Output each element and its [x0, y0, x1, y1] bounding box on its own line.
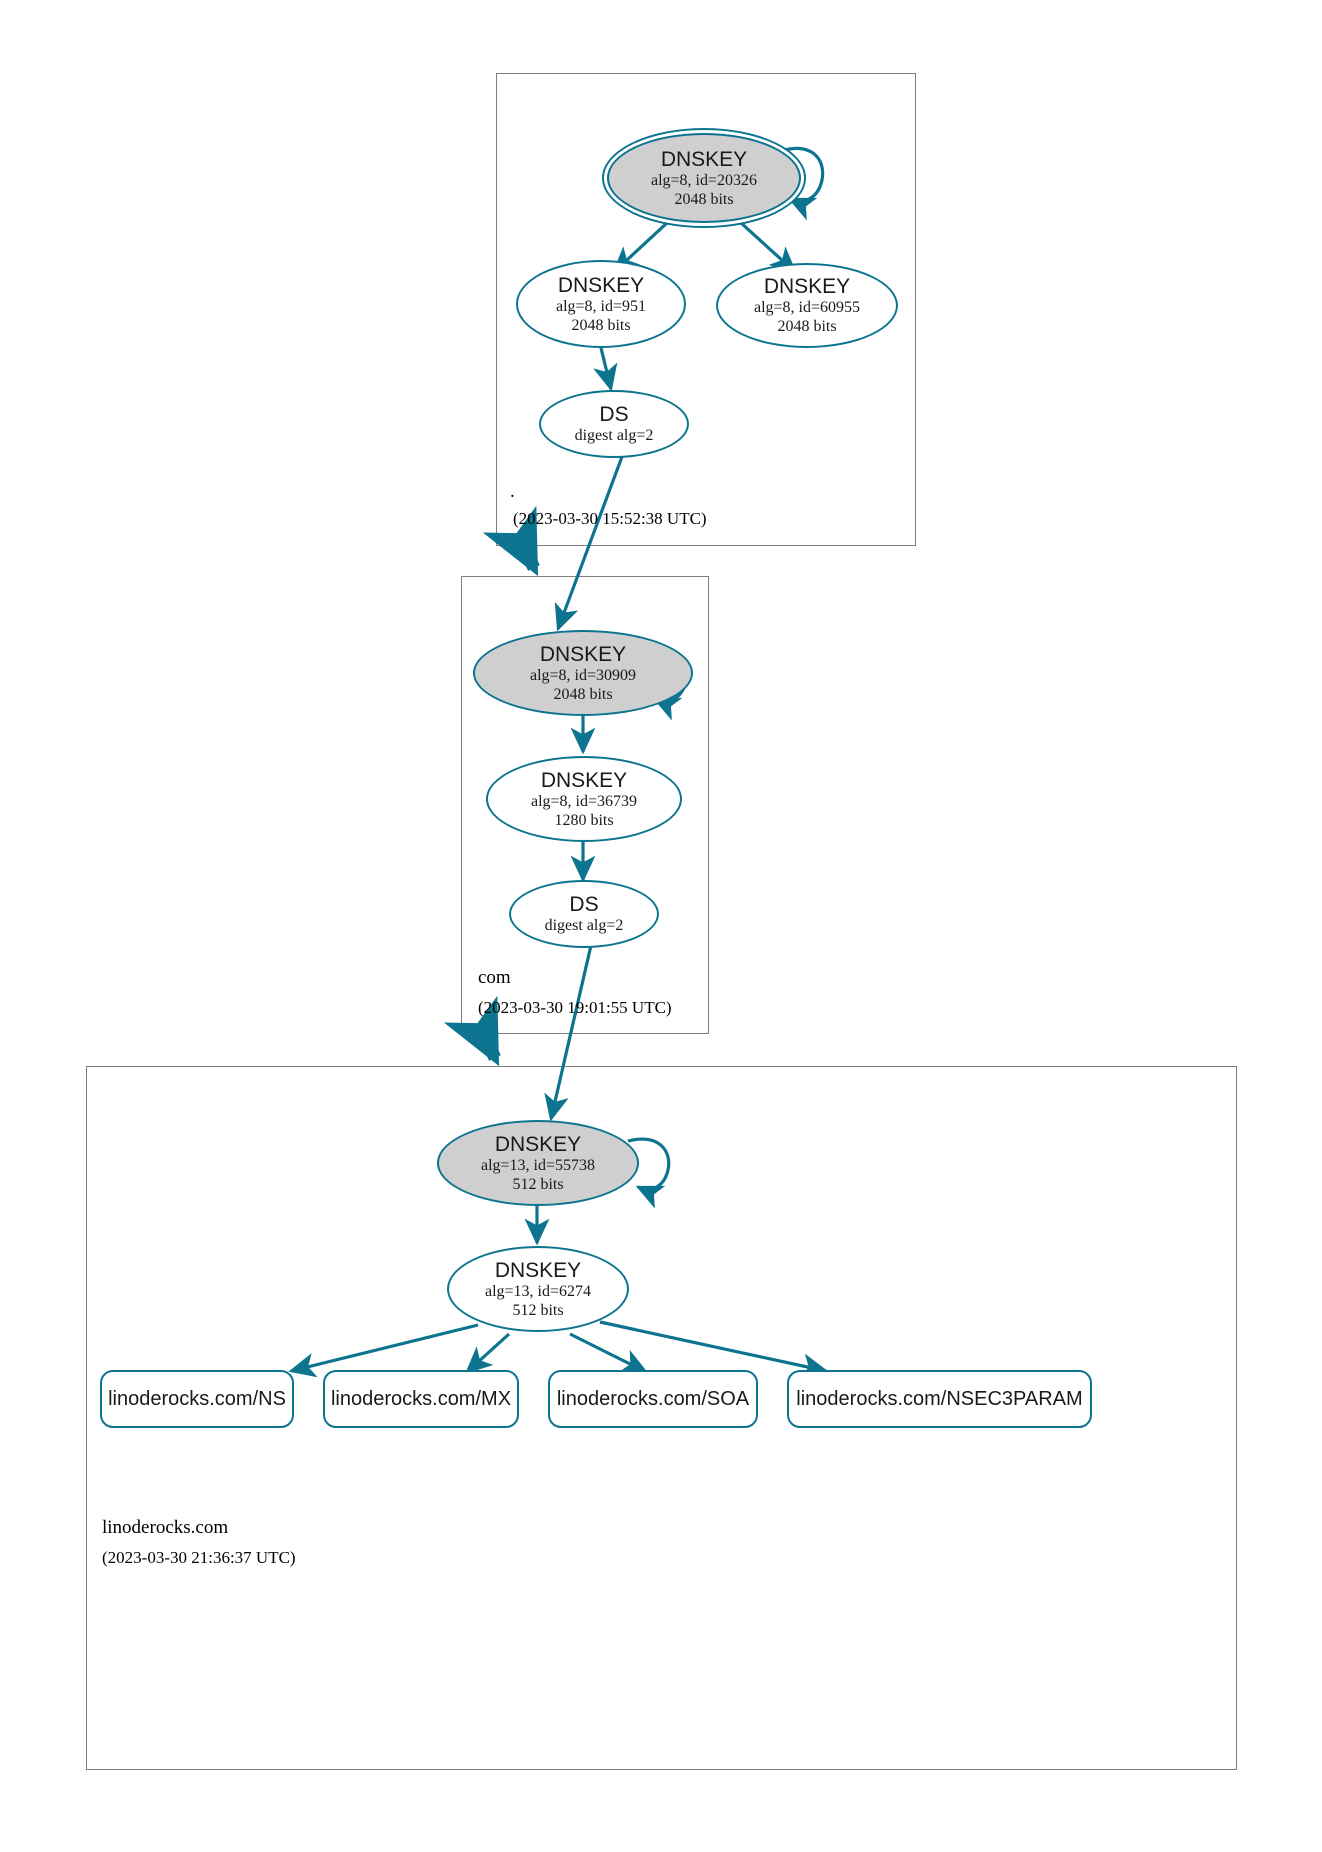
node-bits-label: 512 bits — [512, 1301, 564, 1319]
node-detail-label: digest alg=2 — [574, 427, 654, 444]
edge-delegation-com-to-linoderocks — [443, 995, 501, 1067]
node-com-ds[interactable]: DS digest alg=2 — [509, 880, 659, 948]
node-type-label: DS — [569, 893, 599, 916]
rrset-linoderocks-ns[interactable]: linoderocks.com/NS — [100, 1370, 294, 1428]
zone-timestamp-linoderocks: (2023-03-30 21:36:37 UTC) — [102, 1548, 296, 1567]
zone-box-root — [496, 73, 916, 546]
edge-root-ksk-self — [777, 146, 825, 221]
zone-label-linoderocks: linoderocks.com — [102, 1517, 229, 1538]
rrset-label: linoderocks.com/MX — [330, 1387, 512, 1410]
node-com-zsk-36739[interactable]: DNSKEY alg=8, id=36739 1280 bits — [486, 756, 682, 842]
edge-lr-zsk-to-ns — [288, 1323, 479, 1378]
node-type-label: DNSKEY — [494, 1258, 582, 1282]
zone-label-root: . — [510, 481, 515, 502]
node-detail-label: digest alg=2 — [544, 917, 624, 934]
node-linoderocks-zsk-6274[interactable]: DNSKEY alg=13, id=6274 512 bits — [447, 1246, 629, 1332]
edge-root-ds-to-com-ksk — [554, 453, 625, 632]
node-detail-label: alg=13, id=55738 — [480, 1156, 596, 1174]
zone-box-com — [461, 576, 709, 1034]
node-type-label: DS — [599, 403, 629, 426]
node-bits-label: 2048 bits — [571, 316, 631, 334]
node-linoderocks-ksk-55738[interactable]: DNSKEY alg=13, id=55738 512 bits — [437, 1120, 639, 1206]
edge-root-zsk951-to-ds — [593, 347, 618, 392]
node-detail-label: alg=8, id=60955 — [753, 299, 861, 316]
edge-com-ds-to-lr-ksk — [544, 940, 594, 1122]
node-detail-label: alg=8, id=30909 — [529, 666, 637, 684]
node-bits-label: 2048 bits — [674, 190, 734, 208]
node-com-ksk-30909[interactable]: DNSKEY alg=8, id=30909 2048 bits — [473, 630, 693, 716]
rrset-linoderocks-mx[interactable]: linoderocks.com/MX — [323, 1370, 519, 1428]
node-type-label: DNSKEY — [540, 768, 628, 792]
rrset-linoderocks-soa[interactable]: linoderocks.com/SOA — [548, 1370, 758, 1428]
node-root-zsk-60955[interactable]: DNSKEY alg=8, id=60955 2048 bits — [716, 263, 898, 348]
zone-timestamp-root: (2023-03-30 15:52:38 UTC) — [513, 509, 707, 528]
edge-lr-zsk-to-mx — [465, 1332, 511, 1374]
node-root-zsk-951[interactable]: DNSKEY alg=8, id=951 2048 bits — [516, 260, 686, 348]
rrset-label: linoderocks.com/NS — [108, 1387, 286, 1410]
node-type-label: DNSKEY — [763, 275, 851, 298]
rrset-label: linoderocks.com/SOA — [556, 1387, 750, 1410]
zone-timestamp-com: (2023-03-30 19:01:55 UTC) — [478, 998, 672, 1017]
node-bits-label: 512 bits — [512, 1175, 564, 1193]
node-bits-label: 1280 bits — [554, 811, 614, 829]
node-bits-label: 2048 bits — [777, 318, 837, 335]
zone-label-com: com — [478, 967, 511, 988]
node-bits-label: 2048 bits — [553, 685, 613, 703]
rrset-label: linoderocks.com/NSEC3PARAM — [796, 1387, 1083, 1410]
edge-lr-zsk-to-nsec3param — [599, 1320, 829, 1379]
node-type-label: DNSKEY — [494, 1132, 582, 1156]
edge-lr-zsk-to-soa — [569, 1332, 649, 1374]
node-detail-label: alg=8, id=36739 — [530, 792, 638, 810]
node-type-label: DNSKEY — [557, 273, 645, 297]
node-type-label: DNSKEY — [660, 147, 748, 171]
node-root-ksk-20326[interactable]: DNSKEY alg=8, id=20326 2048 bits — [607, 133, 801, 223]
node-detail-label: alg=8, id=20326 — [650, 171, 758, 189]
rrset-linoderocks-nsec3param[interactable]: linoderocks.com/NSEC3PARAM — [787, 1370, 1092, 1428]
node-detail-label: alg=13, id=6274 — [484, 1282, 592, 1300]
node-root-ds[interactable]: DS digest alg=2 — [539, 390, 689, 458]
node-detail-label: alg=8, id=951 — [555, 297, 647, 315]
edge-delegation-root-to-com — [482, 505, 540, 577]
edge-lr-ksk-self — [627, 1137, 671, 1209]
node-type-label: DNSKEY — [539, 642, 627, 666]
zone-box-linoderocks — [86, 1066, 1237, 1770]
